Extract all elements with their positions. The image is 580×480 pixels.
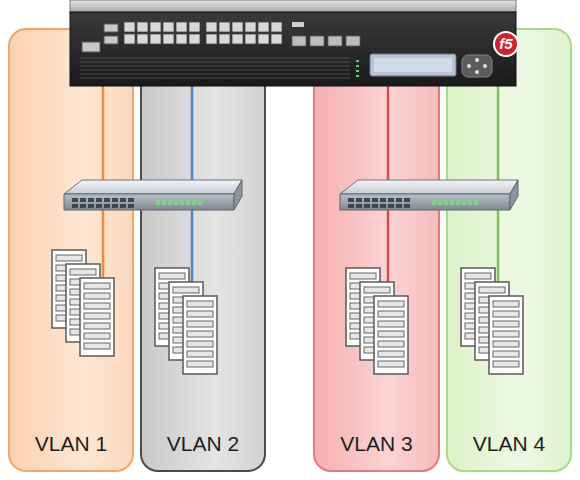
network-switch bbox=[340, 180, 518, 210]
vlan-band: VLAN 3 bbox=[313, 28, 440, 472]
logo-badge bbox=[494, 32, 518, 56]
vlan-label: VLAN 2 bbox=[142, 432, 264, 456]
wire bbox=[497, 85, 500, 300]
server-stack bbox=[155, 268, 217, 374]
vlan-label: VLAN 3 bbox=[315, 432, 438, 456]
network-switch bbox=[64, 180, 242, 210]
server-stack bbox=[461, 268, 523, 374]
server-stack bbox=[52, 250, 114, 356]
wire bbox=[387, 85, 390, 300]
vlan-band: VLAN 2 bbox=[140, 28, 266, 472]
wire bbox=[102, 85, 105, 290]
brand-logo: f5 bbox=[496, 34, 516, 54]
vlan-band: VLAN 4 bbox=[446, 28, 572, 472]
vlan-label: VLAN 4 bbox=[448, 432, 570, 456]
load-balancer bbox=[70, 0, 518, 86]
vlan-band: VLAN 1 bbox=[8, 28, 134, 472]
server-stack bbox=[346, 268, 408, 374]
vlan-label: VLAN 1 bbox=[10, 432, 132, 456]
wire bbox=[191, 85, 194, 300]
